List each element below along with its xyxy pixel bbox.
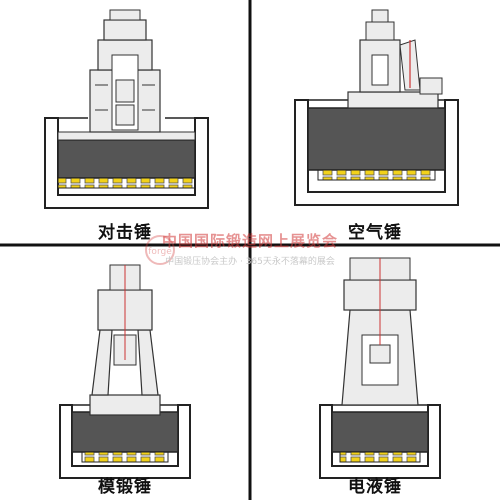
forge-logo: forge: [145, 235, 175, 265]
air-hammer-drawing: [294, 9, 459, 206]
caption-counterblow-hammer: 对击锤: [98, 223, 152, 243]
watermark-subtitle: 中国锻压协会主办 · 365天永不落幕的展会: [165, 257, 335, 267]
electro-hydraulic-hammer-drawing: [319, 257, 441, 479]
caption-die-forging-hammer: 模锻锤: [98, 477, 152, 497]
watermark-title: 中国国际锻造网上展览会: [161, 232, 338, 250]
caption-electro-hydraulic-hammer: 电液锤: [348, 477, 402, 497]
die-forging-hammer-drawing: [59, 264, 191, 479]
counterblow-hammer-drawing: [44, 9, 209, 209]
svg-text:forge: forge: [148, 247, 172, 257]
caption-air-hammer: 空气锤: [348, 223, 402, 243]
